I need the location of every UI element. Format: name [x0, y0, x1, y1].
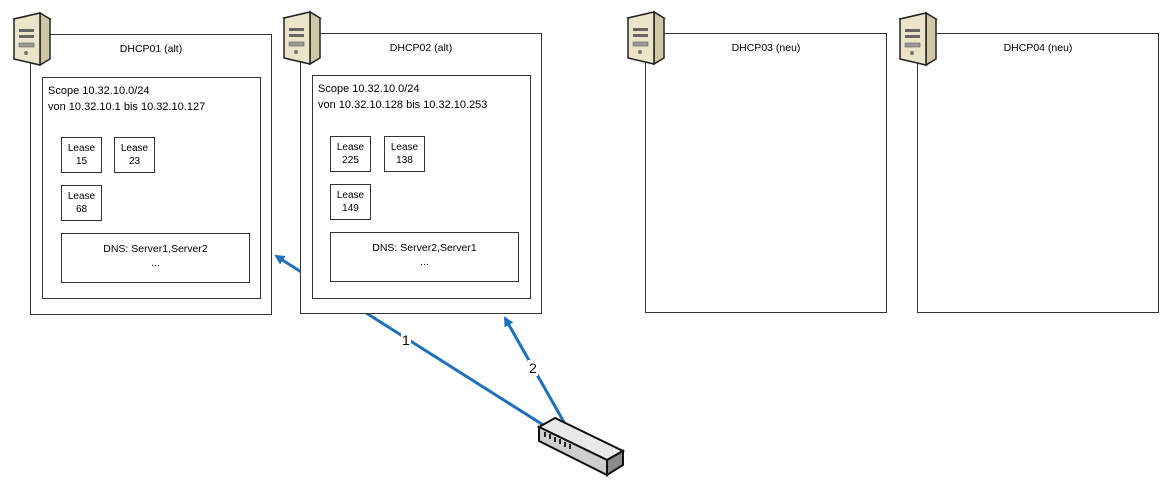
network-switch-icon [536, 416, 626, 477]
scope-label: Scope 10.32.10.0/24 [48, 85, 150, 97]
lease-box: Lease 149 [330, 184, 371, 220]
scope-range: von 10.32.10.128 bis 10.32.10.253 [318, 99, 488, 111]
scope-label: Scope 10.32.10.0/24 [318, 83, 420, 95]
server-dhcp01: DHCP01 (alt) Scope 10.32.10.0/24 von 10.… [30, 34, 272, 315]
scope-box: Scope 10.32.10.0/24 von 10.32.10.1 bis 1… [42, 77, 261, 299]
lease-box: Lease 138 [384, 136, 425, 172]
lease-box: Lease 23 [114, 137, 155, 173]
dns-box: DNS: Server1,Server2 ... [61, 233, 250, 283]
server-dhcp02: DHCP02 (alt) Scope 10.32.10.0/24 von 10.… [300, 33, 542, 314]
connection-label-2: 2 [528, 360, 538, 376]
lease-box: Lease 15 [61, 137, 102, 173]
server-dhcp04: DHCP04 (neu) [917, 33, 1159, 313]
dns-box: DNS: Server2,Server1 ... [330, 232, 519, 282]
scope-range: von 10.32.10.1 bis 10.32.10.127 [48, 101, 206, 113]
lease-box: Lease 225 [330, 136, 371, 172]
server-title: DHCP01 (alt) [119, 43, 183, 55]
server-tower-icon [12, 11, 52, 67]
lease-box: Lease 68 [61, 185, 102, 221]
server-tower-icon [898, 11, 938, 67]
scope-box: Scope 10.32.10.0/24 von 10.32.10.128 bis… [312, 75, 531, 299]
server-title: DHCP02 (alt) [389, 42, 453, 54]
server-title: DHCP04 (neu) [1003, 42, 1073, 54]
server-tower-icon [626, 10, 666, 66]
server-title: DHCP03 (neu) [731, 42, 801, 54]
server-dhcp03: DHCP03 (neu) [645, 33, 887, 313]
connection-label-1: 1 [401, 332, 411, 348]
server-tower-icon [282, 10, 322, 66]
